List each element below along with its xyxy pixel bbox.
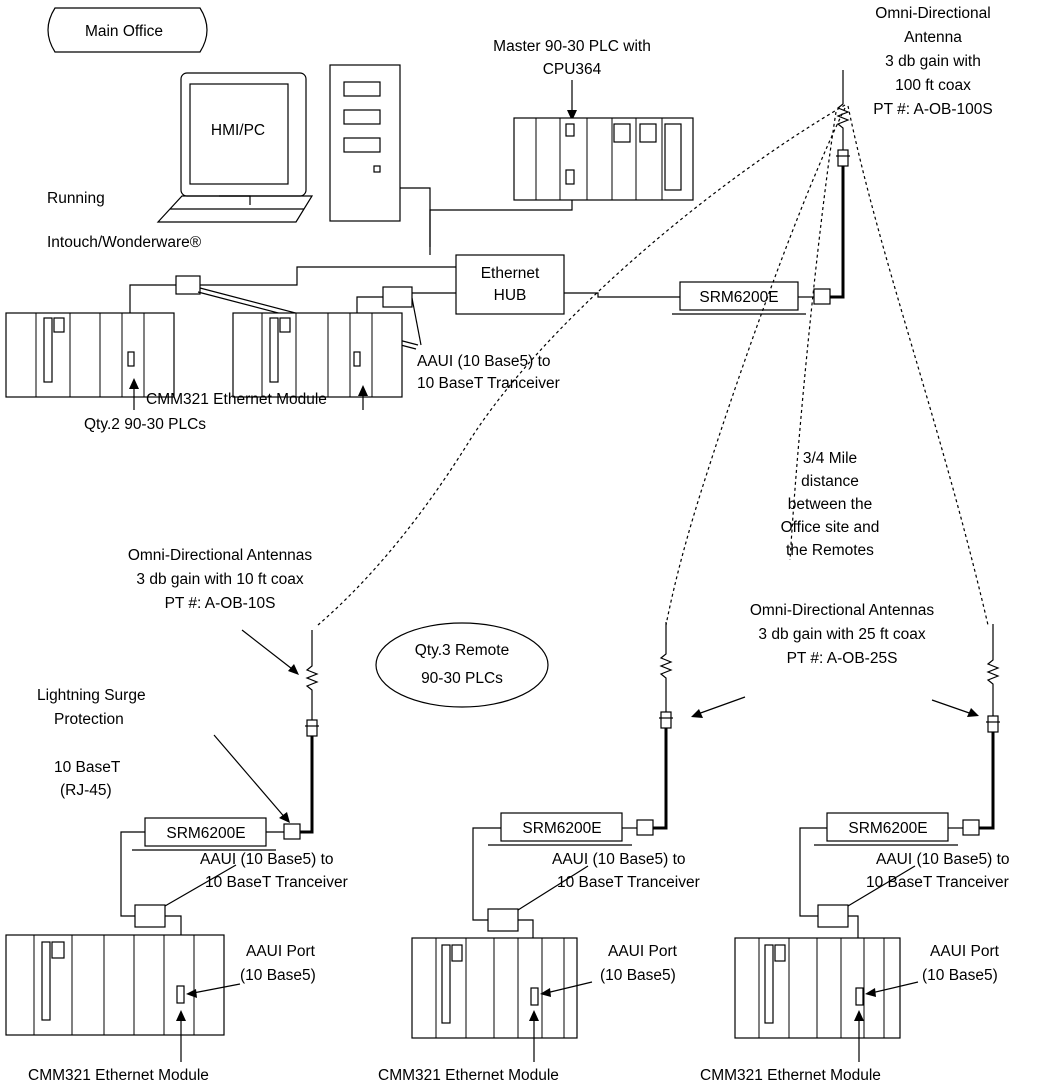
svg-text:(10 Base5): (10 Base5) xyxy=(240,967,316,984)
pc-hub-cable xyxy=(400,187,431,255)
svg-text:CMM321 Ethernet Module: CMM321 Ethernet Module xyxy=(28,1067,209,1084)
main-antenna-label-3: 3 db gain with xyxy=(885,53,981,70)
main-transceiver-1 xyxy=(175,275,201,295)
remote-antenna-10-label-1: Omni-Directional Antennas xyxy=(128,547,313,564)
remote-3-coax xyxy=(979,732,995,830)
master-plc-label-2: CPU364 xyxy=(543,61,602,78)
main-office-label: Main Office xyxy=(47,7,208,53)
ethernet-hub: Ethernet HUB xyxy=(455,254,565,315)
remote-antenna-10-pointer xyxy=(241,629,297,673)
main-antenna-label-1: Omni-Directional xyxy=(875,5,990,22)
distance-label-1: 3/4 Mile xyxy=(803,450,857,467)
radio-link-middle xyxy=(665,107,846,626)
svg-text:HUB: HUB xyxy=(494,287,527,304)
main-radio-srm6200e: SRM6200E xyxy=(672,281,831,315)
pc-tower xyxy=(329,64,401,222)
svg-text:(10 Base5): (10 Base5) xyxy=(922,967,998,984)
surge-label-2: Protection xyxy=(54,711,124,728)
svg-text:10 BaseT Tranceiver: 10 BaseT Tranceiver xyxy=(866,874,1009,891)
remote-1-surge xyxy=(306,719,318,737)
svg-text:SRM6200E: SRM6200E xyxy=(699,289,778,306)
remote-3-antenna xyxy=(986,624,1000,716)
svg-text:AAUI (10 Base5) to: AAUI (10 Base5) to xyxy=(552,851,686,868)
hmi-pc-monitor: HMI/PC xyxy=(156,72,314,223)
remote-1-coax xyxy=(300,736,314,834)
main-cmm-label: CMM321 Ethernet Module xyxy=(146,391,327,408)
baset-label-1: 10 BaseT xyxy=(54,759,121,776)
svg-text:CMM321 Ethernet Module: CMM321 Ethernet Module xyxy=(378,1067,559,1084)
radio-link-dist xyxy=(789,111,837,561)
remote-2-coax xyxy=(653,728,668,830)
remote-2-radio xyxy=(500,812,623,842)
running-label: Running xyxy=(47,190,105,207)
main-transceiver-2 xyxy=(382,286,413,308)
svg-text:AAUI Port: AAUI Port xyxy=(246,943,316,960)
main-plc-rack-1 xyxy=(5,312,175,398)
main-transceiver-label-2: 10 BaseT Tranceiver xyxy=(417,375,560,392)
main-antenna-label-4: 100 ft coax xyxy=(895,77,971,94)
master-plc-label-1: Master 90-30 PLC with xyxy=(493,38,651,55)
hub-transceiver1-cable xyxy=(200,266,456,286)
svg-text:CMM321 Ethernet Module: CMM321 Ethernet Module xyxy=(700,1067,881,1084)
surge-pointer xyxy=(213,734,288,821)
baset-label-2: (RJ-45) xyxy=(60,782,112,799)
svg-text:10 BaseT Tranceiver: 10 BaseT Tranceiver xyxy=(557,874,700,891)
remote-antenna-10-label-3: PT #: A-OB-10S xyxy=(165,595,276,612)
remote-3-surge xyxy=(987,715,999,733)
remote-site-3: SRM6200E AAUI (10 Base5) to 10 BaseT Tra… xyxy=(700,624,1010,1084)
svg-text:Main Office: Main Office xyxy=(85,23,163,40)
main-coax xyxy=(830,166,845,299)
software-label: Intouch/Wonderware® xyxy=(47,234,202,251)
svg-text:HMI/PC: HMI/PC xyxy=(211,122,265,139)
svg-text:10 BaseT Tranceiver: 10 BaseT Tranceiver xyxy=(205,874,348,891)
main-plc-rack-2 xyxy=(232,312,403,398)
remote-1-antenna xyxy=(305,630,319,728)
main-transceiver-label-1: AAUI (10 Base5) to xyxy=(417,353,551,370)
hub-radio-cable xyxy=(564,292,680,298)
remotes-group-label: Qty.3 Remote 90-30 PLCs xyxy=(375,622,549,708)
remote-antenna-25-pointer-2 xyxy=(931,699,976,716)
svg-text:90-30 PLCs: 90-30 PLCs xyxy=(421,670,503,687)
remote-antenna-25-label-1: Omni-Directional Antennas xyxy=(750,602,935,619)
main-antenna-label-5: PT #: A-OB-100S xyxy=(873,101,992,118)
remote-antenna-25-label-2: 3 db gain with 25 ft coax xyxy=(758,626,925,643)
main-qty-label: Qty.2 90-30 PLCs xyxy=(84,416,206,433)
svg-text:Qty.3 Remote: Qty.3 Remote xyxy=(415,642,509,659)
svg-text:SRM6200E: SRM6200E xyxy=(522,820,601,837)
remote-1-plc-rack xyxy=(5,934,225,1036)
distance-label-5: the Remotes xyxy=(786,542,874,559)
svg-text:Ethernet: Ethernet xyxy=(481,265,540,282)
remote-3-transceiver xyxy=(817,904,849,928)
svg-text:AAUI Port: AAUI Port xyxy=(930,943,1000,960)
remote-antenna-25-label-3: PT #: A-OB-25S xyxy=(787,650,898,667)
svg-text:AAUI Port: AAUI Port xyxy=(608,943,678,960)
master-plc-rack xyxy=(513,117,694,201)
radio-link-right xyxy=(847,105,989,626)
transceiver-pointer-2 xyxy=(411,297,422,346)
master-plc-cable xyxy=(429,200,573,247)
remote-site-2: SRM6200E AAUI (10 Base5) to 10 BaseT Tra… xyxy=(378,622,700,1084)
remote-1-transceiver xyxy=(134,904,166,928)
main-antenna xyxy=(836,70,850,150)
svg-text:AAUI (10 Base5) to: AAUI (10 Base5) to xyxy=(876,851,1010,868)
distance-label-2: distance xyxy=(801,473,859,490)
remote-antenna-10-label-2: 3 db gain with 10 ft coax xyxy=(136,571,303,588)
remote-1-radio xyxy=(144,817,267,847)
svg-text:AAUI (10 Base5) to: AAUI (10 Base5) to xyxy=(200,851,334,868)
main-surge-protector xyxy=(836,149,850,167)
remote-2-antenna xyxy=(659,622,673,712)
svg-text:(10 Base5): (10 Base5) xyxy=(600,967,676,984)
surge-label-1: Lightning Surge xyxy=(37,687,146,704)
remote-site-1: SRM6200E AAUI (10 Base5) to 10 BaseT Tra… xyxy=(5,630,348,1084)
remote-2-transceiver xyxy=(487,908,519,932)
remote-3-radio xyxy=(826,812,949,842)
remote-antenna-25-pointer-1 xyxy=(694,696,746,716)
svg-text:SRM6200E: SRM6200E xyxy=(166,825,245,842)
distance-label-3: between the xyxy=(788,496,872,513)
svg-text:SRM6200E: SRM6200E xyxy=(848,820,927,837)
distance-label-4: Office site and xyxy=(781,519,880,536)
remote-2-surge xyxy=(660,711,672,729)
main-antenna-label-2: Antenna xyxy=(904,29,962,46)
